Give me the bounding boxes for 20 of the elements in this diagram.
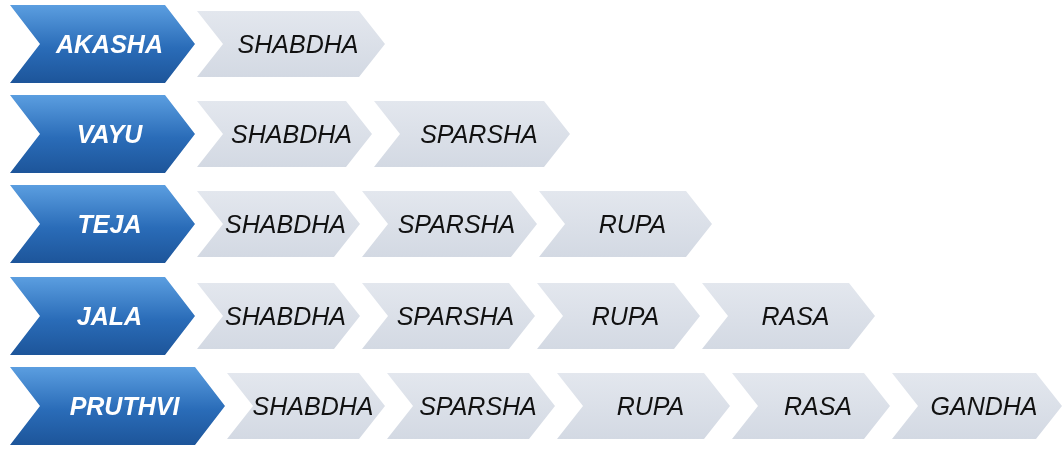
quality-step: SHABDHA xyxy=(197,283,360,349)
quality-step: RUPA xyxy=(537,283,700,349)
quality-step: SHABDHA xyxy=(197,11,385,77)
element-step: VAYU xyxy=(10,95,195,173)
quality-step: SPARSHA xyxy=(362,283,535,349)
element-step: AKASHA xyxy=(10,5,195,83)
element-step: JALA xyxy=(10,277,195,355)
quality-step: SPARSHA xyxy=(362,191,537,257)
quality-step: RUPA xyxy=(557,373,730,439)
quality-step: GANDHA xyxy=(892,373,1062,439)
quality-step: SPARSHA xyxy=(374,101,570,167)
quality-step: SHABDHA xyxy=(227,373,385,439)
quality-step: RASA xyxy=(732,373,890,439)
quality-step: SPARSHA xyxy=(387,373,555,439)
element-step: PRUTHVI xyxy=(10,367,225,445)
quality-step: RUPA xyxy=(539,191,712,257)
quality-step: RASA xyxy=(702,283,875,349)
element-step: TEJA xyxy=(10,185,195,263)
quality-step: SHABDHA xyxy=(197,191,360,257)
quality-step: SHABDHA xyxy=(197,101,372,167)
